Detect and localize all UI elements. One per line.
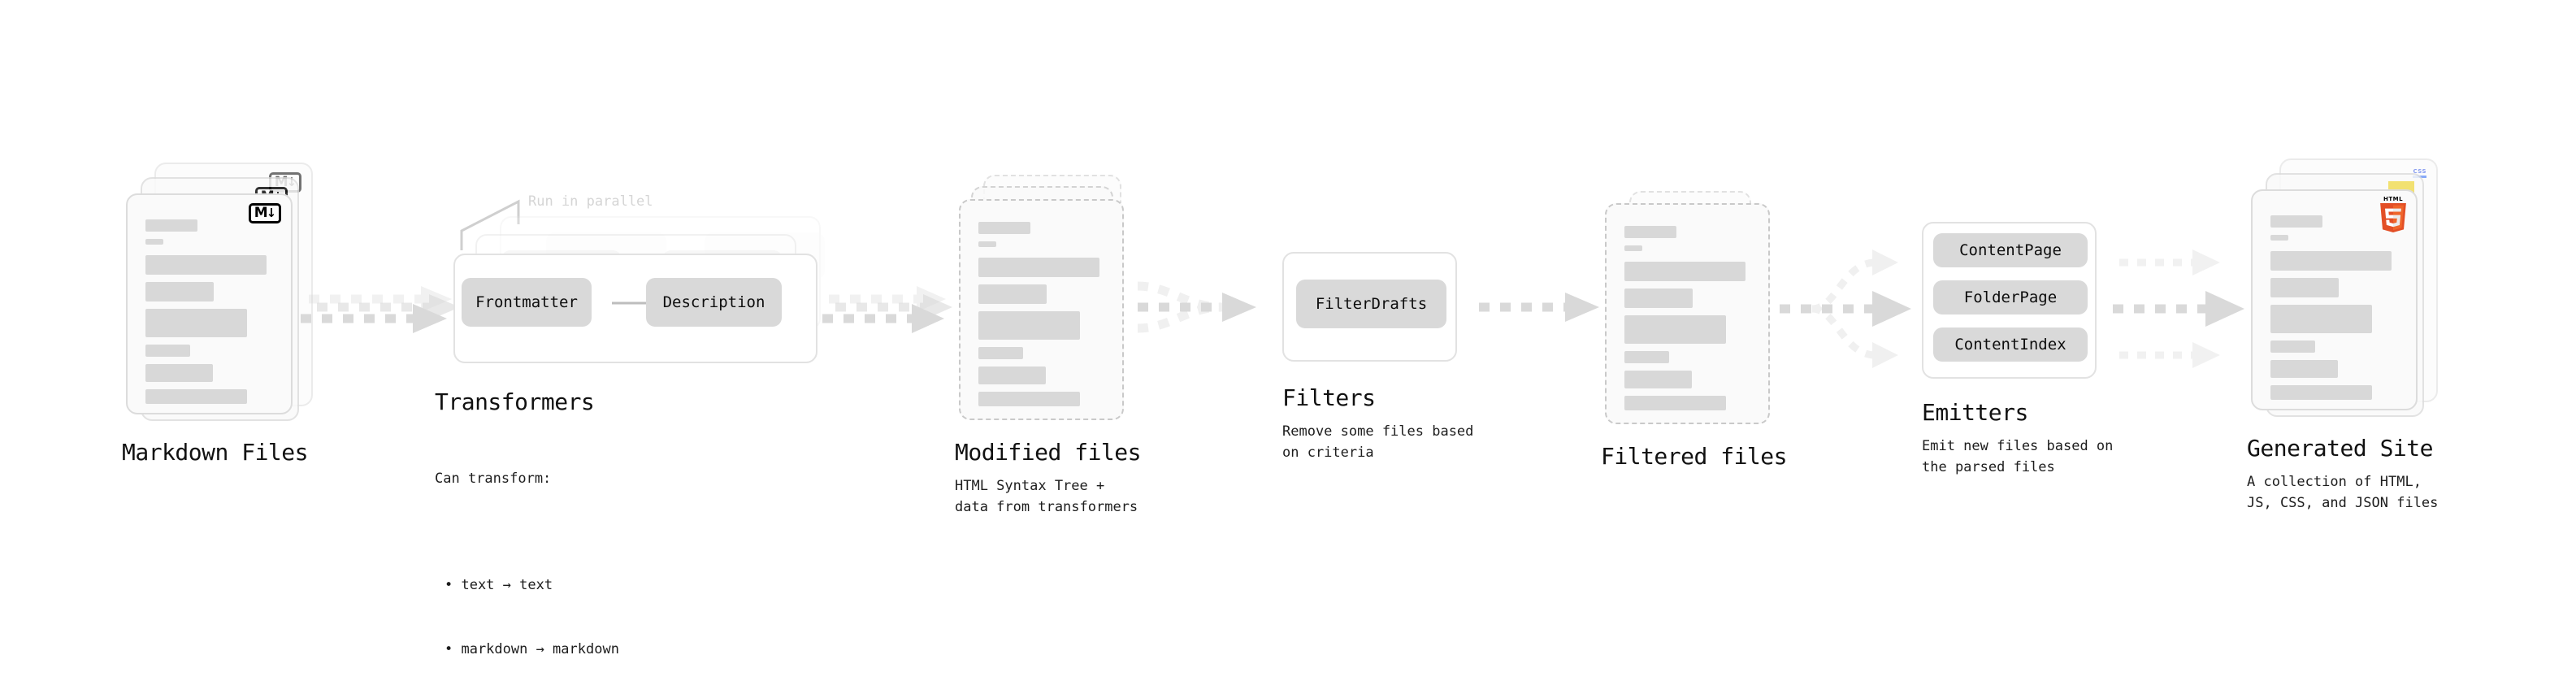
- doc-line: [1624, 351, 1669, 363]
- doc-line: [978, 241, 996, 247]
- stage-title-modified-files: Modified files: [955, 439, 1142, 466]
- doc-line: [2270, 235, 2288, 241]
- doc-line: [978, 347, 1023, 359]
- doc-line: [2270, 360, 2338, 378]
- dashed-arrow-4: [1479, 293, 1599, 322]
- modified-doc-stack: [959, 175, 1138, 420]
- doc-line: [978, 367, 1046, 384]
- doc-line: [1624, 371, 1692, 388]
- stage-title-filters: Filters: [1282, 384, 1376, 411]
- chip-contentpage[interactable]: ContentPage: [1933, 233, 2088, 267]
- markdown-doc-front[interactable]: M↓: [126, 193, 293, 414]
- doc-content-lines: [1624, 226, 1752, 418]
- doc-line: [1624, 396, 1726, 410]
- generated-doc-html[interactable]: HTML: [2251, 189, 2418, 410]
- html5-logo-icon: HTML: [2379, 196, 2408, 232]
- run-in-parallel-bracket: [460, 199, 520, 250]
- doc-line: [2270, 278, 2339, 297]
- doc-line: [978, 284, 1047, 304]
- modified-doc-front[interactable]: [959, 199, 1124, 420]
- run-in-parallel-label: Run in parallel: [528, 193, 653, 210]
- doc-line: [145, 389, 247, 404]
- chip-contentindex[interactable]: ContentIndex: [1933, 327, 2088, 362]
- filters-subtitle: Remove some files based on criteria: [1282, 423, 1474, 462]
- doc-line: [1624, 315, 1726, 344]
- modified-files-subtitle: HTML Syntax Tree + data from transformer…: [955, 478, 1138, 516]
- doc-content-lines: [145, 219, 275, 411]
- filters-group-box: FilterDrafts: [1282, 252, 1457, 362]
- dashed-arrow-3up: [2113, 249, 2244, 368]
- doc-content-lines: [978, 222, 1106, 414]
- chip-filterdrafts[interactable]: FilterDrafts: [1296, 280, 1446, 328]
- doc-line: [1624, 245, 1642, 251]
- stage-title-emitters: Emitters: [1922, 399, 2028, 426]
- doc-line: [978, 392, 1080, 406]
- transform-bullet: • markdown → markdown: [445, 641, 619, 658]
- doc-line: [2270, 305, 2372, 333]
- stage-title-markdown-files: Markdown Files: [122, 439, 309, 466]
- html5-shield-icon: [2380, 203, 2406, 232]
- doc-line: [145, 219, 197, 232]
- dashed-arrow-2: [822, 286, 952, 333]
- stage-filtered-files: Filtered files: [1601, 191, 1788, 470]
- generated-site-subtitle: A collection of HTML, JS, CSS, and JSON …: [2247, 474, 2439, 512]
- doc-line: [978, 311, 1080, 340]
- stage-title-transformers: Transformers: [435, 388, 595, 415]
- doc-line: [2270, 385, 2372, 400]
- doc-line: [145, 255, 267, 275]
- stage-title-generated-site: Generated Site: [2247, 435, 2434, 462]
- markdown-icon: M↓: [249, 203, 281, 223]
- dashed-arrow-3: [1137, 281, 1256, 333]
- doc-line: [1624, 226, 1676, 238]
- doc-line: [2270, 340, 2315, 353]
- stage-title-filtered-files: Filtered files: [1601, 443, 1788, 470]
- doc-content-lines: [2270, 215, 2400, 407]
- emitters-group-box: ContentPage FolderPage ContentIndex: [1922, 222, 2097, 379]
- doc-line: [1624, 262, 1746, 281]
- transformers-subtitle: Can transform: • text → text • markdown …: [435, 425, 619, 681]
- doc-line: [145, 282, 214, 301]
- stage-generated-site: CSS HTML: [2247, 158, 2438, 511]
- transform-bullet: • text → text: [445, 577, 553, 594]
- emitters-subtitle: Emit new files based on the parsed files: [1922, 438, 2114, 476]
- transform-bullet-list: • text → text • markdown → markdown • ht…: [435, 532, 619, 681]
- filtered-doc-front[interactable]: [1605, 203, 1770, 424]
- doc-line: [145, 309, 247, 337]
- doc-line: [978, 258, 1099, 277]
- doc-line: [145, 239, 163, 245]
- doc-line: [978, 222, 1030, 234]
- doc-line: [145, 345, 190, 357]
- stage-modified-files: Modified files HTML Syntax Tree + data f…: [955, 175, 1142, 515]
- dashed-arrow-fanout: [1780, 249, 1911, 368]
- generated-doc-stack: CSS HTML: [2251, 158, 2438, 427]
- chip-description[interactable]: Description: [646, 278, 782, 327]
- chip-frontmatter[interactable]: Frontmatter: [462, 278, 592, 327]
- doc-line: [2270, 251, 2392, 271]
- doc-line: [145, 364, 213, 382]
- dashed-arrow-1: [301, 286, 460, 333]
- stage-markdown-files: M↓ M↓ M↓ Markdown Files: [122, 163, 313, 466]
- filtered-doc-stack: [1605, 191, 1780, 424]
- chip-folderpage[interactable]: FolderPage: [1933, 280, 2088, 314]
- doc-line: [1624, 288, 1693, 308]
- can-transform-label: Can transform:: [435, 470, 552, 487]
- doc-line: [2270, 215, 2322, 228]
- markdown-doc-stack: M↓ M↓ M↓: [126, 163, 313, 431]
